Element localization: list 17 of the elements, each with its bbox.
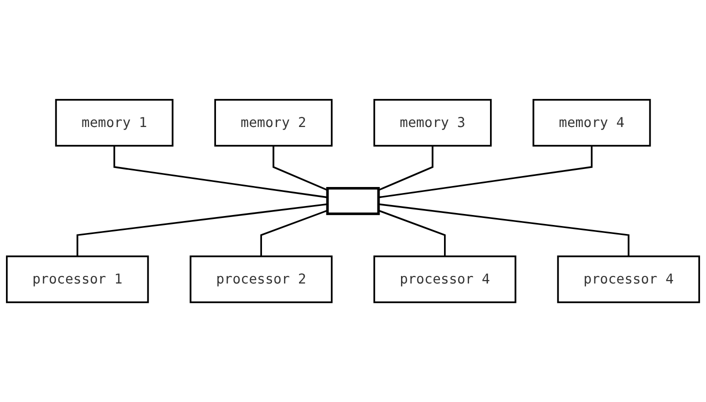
connector	[76, 203, 328, 256]
connector	[378, 203, 630, 256]
node-box: processor 1	[6, 255, 149, 304]
node-box: processor 4	[557, 255, 700, 304]
node-box: processor 4	[373, 255, 516, 304]
connector	[378, 210, 446, 256]
connector	[272, 146, 328, 191]
connector	[378, 146, 434, 191]
connector	[260, 210, 328, 256]
node-bar	[326, 186, 380, 216]
node-box: memory 4	[532, 98, 651, 147]
node-box: memory 3	[373, 98, 492, 147]
node-box: processor 2	[190, 255, 333, 304]
connector	[113, 146, 328, 198]
node-box: memory 2	[214, 98, 333, 147]
node-box: memory 1	[55, 98, 174, 147]
connector	[378, 146, 593, 198]
